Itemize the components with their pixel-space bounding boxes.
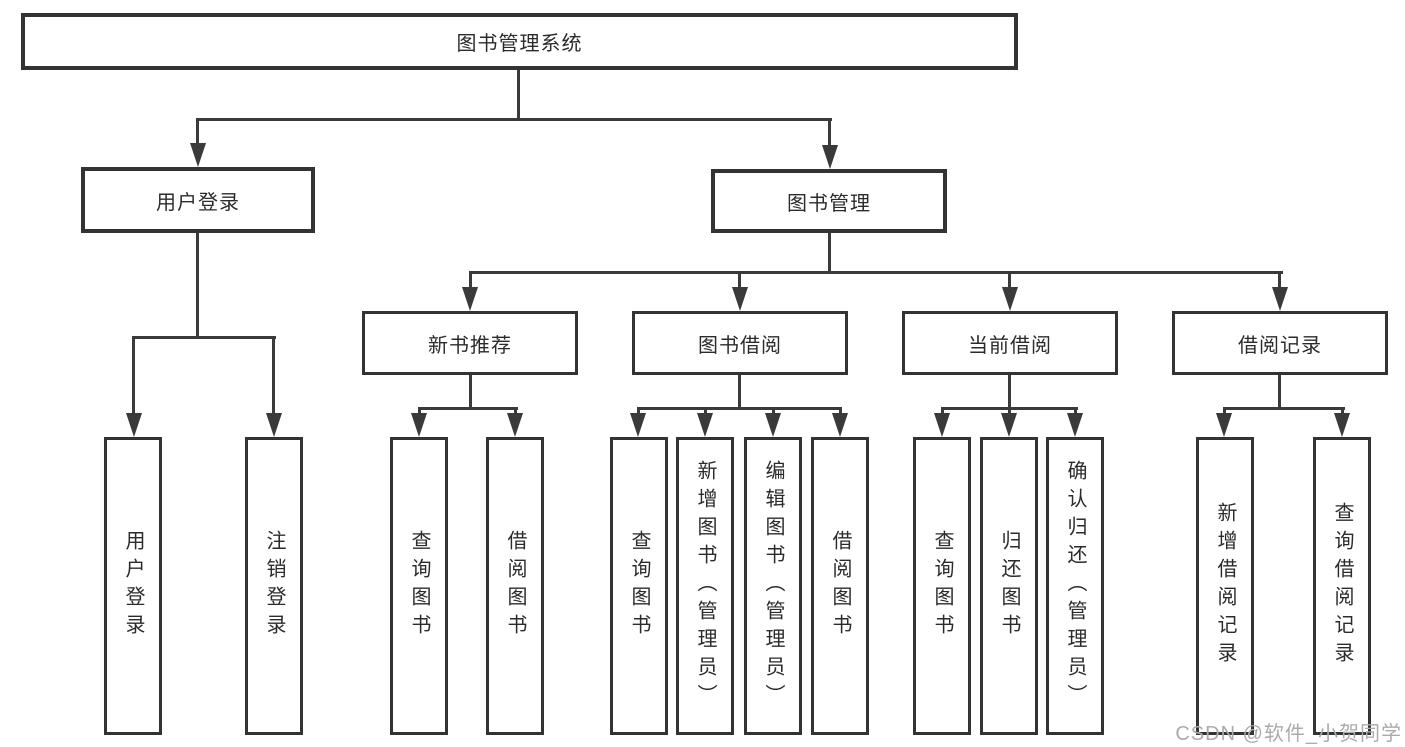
connector-user-leaf1 <box>132 336 135 414</box>
arrow-down-icon <box>1002 287 1018 311</box>
node-book-borrow: 图书借阅 <box>632 311 848 375</box>
leaf-label: 新增借阅记录 <box>1214 502 1236 670</box>
arrow-down-icon <box>462 287 478 311</box>
connector-g2-stub <box>738 375 741 407</box>
node-user-login-label: 用户登录 <box>156 191 240 214</box>
node-book-management-label: 图书管理 <box>787 192 871 215</box>
leaf-label: 编辑图书（管理员） <box>762 460 784 712</box>
arrow-down-icon <box>411 413 427 437</box>
node-new-book-recommend-label: 新书推荐 <box>428 334 512 357</box>
leaf-query-current-borrow: 查询图书 <box>913 437 971 735</box>
leaf-label: 借阅图书 <box>504 530 526 642</box>
connector-g4-leaf1 <box>1223 407 1226 415</box>
arrow-down-icon <box>507 413 523 437</box>
arrow-down-icon <box>1334 413 1350 437</box>
arrow-down-icon <box>266 413 282 437</box>
connector-g3-leaf2 <box>1008 407 1011 415</box>
leaf-query-borrow-record: 查询借阅记录 <box>1313 437 1371 735</box>
arrow-down-icon <box>126 413 142 437</box>
leaf-borrow-book: 借阅图书 <box>811 437 869 735</box>
arrow-down-icon <box>1067 413 1083 437</box>
connector-mgmt-stub <box>828 233 831 271</box>
arrow-down-icon <box>697 413 713 437</box>
connector-g3-stub <box>1008 375 1011 407</box>
node-root-label: 图书管理系统 <box>456 33 583 55</box>
leaf-add-book-admin: 新增图书（管理员） <box>676 437 734 735</box>
connector-mgmt-bar <box>469 271 1283 274</box>
connector-user-stub <box>196 233 199 336</box>
watermark-text: CSDN @软件_小贺同学 <box>1175 723 1402 745</box>
leaf-logout: 注销登录 <box>245 437 303 735</box>
leaf-confirm-return-admin: 确认归还（管理员） <box>1046 437 1104 735</box>
connector-user-bar <box>132 336 276 339</box>
arrow-down-icon <box>630 413 646 437</box>
connector-g1-leaf1 <box>418 407 421 415</box>
arrow-down-icon <box>190 143 206 167</box>
connector-root-to-mgmt <box>828 118 831 146</box>
connector-g2-leaf1 <box>637 407 640 415</box>
connector-g4-leaf2 <box>1341 407 1344 415</box>
arrow-down-icon <box>1001 413 1017 437</box>
connector-g2-bar <box>637 407 842 410</box>
leaf-edit-book-admin: 编辑图书（管理员） <box>744 437 802 735</box>
connector-g2-leaf4 <box>839 407 842 415</box>
leaf-label: 注销登录 <box>263 530 285 642</box>
connector-g1-stub <box>469 375 472 407</box>
connector-mgmt-to-g4 <box>1278 271 1281 289</box>
leaf-query-book: 查询图书 <box>610 437 668 735</box>
node-new-book-recommend: 新书推荐 <box>362 311 578 375</box>
node-book-management: 图书管理 <box>711 169 947 233</box>
leaf-label: 查询借阅记录 <box>1331 502 1353 670</box>
arrow-down-icon <box>1216 413 1232 437</box>
leaf-label: 借阅图书 <box>829 530 851 642</box>
arrow-down-icon <box>934 413 950 437</box>
leaf-label: 用户登录 <box>122 530 144 642</box>
arrow-down-icon <box>822 145 838 169</box>
leaf-label: 确认归还（管理员） <box>1064 460 1086 712</box>
node-user-login: 用户登录 <box>81 167 315 233</box>
node-book-borrow-label: 图书借阅 <box>698 334 782 357</box>
arrow-down-icon <box>832 413 848 437</box>
connector-root-stub <box>517 70 520 118</box>
arrow-down-icon <box>732 287 748 311</box>
leaf-label: 归还图书 <box>998 530 1020 642</box>
connector-root-to-user <box>196 118 199 146</box>
arrow-down-icon <box>1272 287 1288 311</box>
arrow-down-icon <box>765 413 781 437</box>
connector-g2-leaf2 <box>704 407 707 415</box>
leaf-label: 新增图书（管理员） <box>694 460 716 712</box>
leaf-label: 查询图书 <box>628 530 650 642</box>
connector-g4-bar <box>1223 407 1345 410</box>
node-root: 图书管理系统 <box>21 13 1018 70</box>
connector-g1-leaf2 <box>514 407 517 415</box>
node-current-borrow: 当前借阅 <box>902 311 1118 375</box>
connector-g3-leaf3 <box>1074 407 1077 415</box>
node-borrow-record-label: 借阅记录 <box>1238 334 1322 357</box>
connector-g4-stub <box>1278 375 1281 407</box>
leaf-user-login: 用户登录 <box>104 437 162 735</box>
leaf-query-book-recommend: 查询图书 <box>390 437 448 735</box>
connector-mgmt-to-g1 <box>469 271 472 289</box>
leaf-label: 查询图书 <box>931 530 953 642</box>
node-current-borrow-label: 当前借阅 <box>968 334 1052 357</box>
leaf-label: 查询图书 <box>408 530 430 642</box>
connector-root-bar <box>196 118 832 121</box>
connector-mgmt-to-g3 <box>1008 271 1011 289</box>
connector-g3-leaf1 <box>941 407 944 415</box>
leaf-borrow-book-recommend: 借阅图书 <box>486 437 544 735</box>
leaf-return-book: 归还图书 <box>980 437 1038 735</box>
connector-g1-bar <box>418 407 518 410</box>
leaf-add-borrow-record: 新增借阅记录 <box>1196 437 1254 735</box>
node-borrow-record: 借阅记录 <box>1172 311 1388 375</box>
connector-user-leaf2 <box>272 336 275 414</box>
connector-g2-leaf3 <box>772 407 775 415</box>
connector-mgmt-to-g2 <box>738 271 741 289</box>
